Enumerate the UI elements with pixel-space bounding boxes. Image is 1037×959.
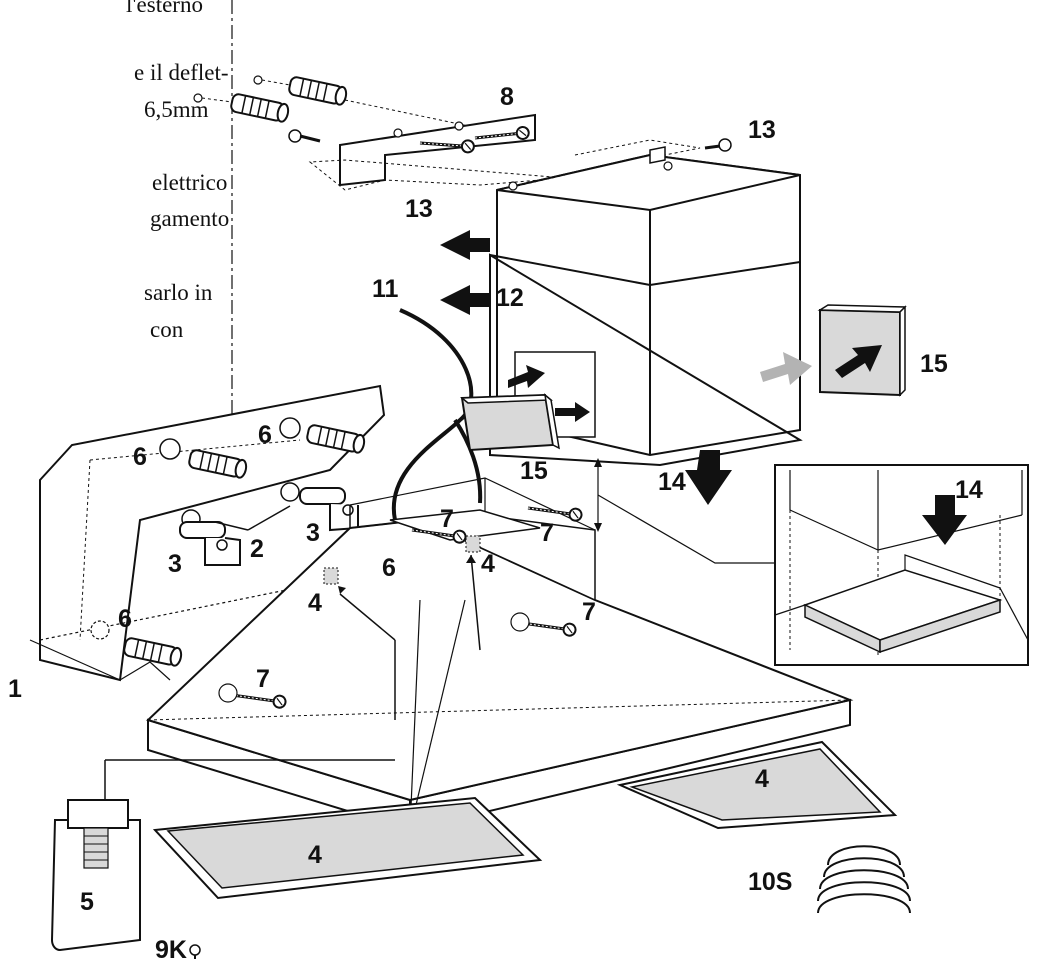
- callout-3b: 3: [306, 519, 320, 547]
- callout-4d: 4: [308, 841, 322, 869]
- instruction-line-1: l'esterno: [126, 0, 203, 17]
- callout-5: 5: [80, 888, 94, 916]
- callout-6a: 6: [133, 443, 147, 471]
- callout-12: 12: [496, 284, 524, 312]
- callout-7b: 7: [540, 519, 554, 547]
- callout-6b: 6: [258, 421, 272, 449]
- callout-9k: 9K: [155, 936, 187, 959]
- callout-2: 2: [250, 535, 264, 563]
- instruction-line-5: gamento: [150, 206, 230, 231]
- callout-4c: 4: [755, 765, 769, 793]
- callout-15b: 15: [520, 457, 548, 485]
- instruction-line-7: con: [150, 317, 184, 342]
- instruction-line-2: e il deflet-: [134, 60, 229, 85]
- callout-4b: 4: [481, 550, 495, 578]
- instruction-line-6: sarlo in: [144, 280, 213, 305]
- callout-14a: 14: [658, 468, 686, 496]
- callout-4a: 4: [308, 589, 322, 617]
- callout-6d: 6: [382, 554, 396, 582]
- callout-13b: 13: [405, 195, 433, 223]
- callout-11: 11: [372, 275, 399, 303]
- callout-7c: 7: [582, 598, 596, 626]
- callout-1: 1: [8, 675, 22, 703]
- instruction-line-4: elettrico: [152, 170, 228, 195]
- callout-6c: 6: [118, 605, 132, 633]
- callout-10s: 10S: [748, 868, 792, 896]
- callout-3a: 3: [168, 550, 182, 578]
- callout-13a: 13: [748, 116, 776, 144]
- callout-7a: 7: [440, 505, 454, 533]
- callout-14b: 14: [955, 476, 983, 504]
- callout-8: 8: [500, 83, 514, 111]
- callout-7d: 7: [256, 665, 270, 693]
- callout-15a: 15: [920, 350, 948, 378]
